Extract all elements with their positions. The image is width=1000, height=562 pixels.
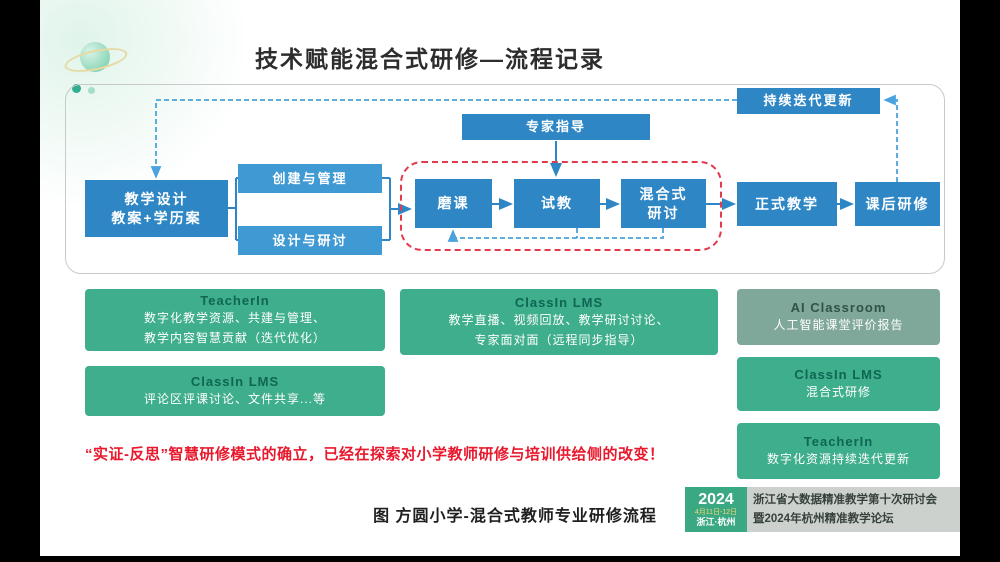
lesson-cycle-outline xyxy=(400,161,722,251)
node-label: 持续迭代更新 xyxy=(763,93,854,109)
platform-box-classin-blended: ClassIn LMS 混合式研修 xyxy=(737,357,940,411)
event-title-line2: 暨2024年杭州精准教学论坛 xyxy=(753,512,894,525)
badge-location: 浙江·杭州 xyxy=(696,517,736,528)
platform-line: 教学内容智慧贡献（迭代优化） xyxy=(143,330,326,345)
platform-line: 教学直播、视频回放、教学研讨讨论、 xyxy=(448,313,670,328)
node-continuous-update: 持续迭代更新 xyxy=(737,88,880,114)
node-label: 专家指导 xyxy=(525,119,586,135)
node-expert-guidance: 专家指导 xyxy=(462,114,650,140)
flow-container-outline xyxy=(65,84,945,274)
node-label: 磨课 xyxy=(437,195,470,212)
node-lesson-polishing: 磨课 xyxy=(415,179,492,228)
node-label: 试教 xyxy=(541,195,573,212)
node-label: 设计与研讨 xyxy=(272,232,348,248)
platform-box-classin-comments: ClassIn LMS 评论区评课讨论、文件共享...等 xyxy=(85,366,385,416)
figure-caption: 图 方圆小学-混合式教师专业研修流程 xyxy=(373,508,657,525)
node-label-line2: 教案+学历案 xyxy=(111,209,202,226)
platform-line: 评论区评课讨论、文件共享...等 xyxy=(143,391,326,406)
platform-title: ClassIn LMS xyxy=(514,295,604,311)
platform-line: 混合式研修 xyxy=(805,384,871,399)
node-label: 创建与管理 xyxy=(272,170,348,186)
platform-title: ClassIn LMS xyxy=(794,366,883,382)
platform-title: TeacherIn xyxy=(200,293,270,309)
highlight-statement: “实证-反思”智慧研修模式的确立，已经在探索对小学教师研修与培训供给侧的改变！ xyxy=(85,446,665,463)
node-teaching-design: 教学设计 教案+学历案 xyxy=(85,180,228,237)
planet-icon xyxy=(80,42,110,72)
platform-title: ClassIn LMS xyxy=(190,373,280,389)
node-formal-teaching: 正式教学 xyxy=(737,182,837,226)
node-design-discuss: 设计与研讨 xyxy=(238,226,382,255)
event-title-strip: 浙江省大数据精准教学第十次研讨会 暨2024年杭州精准教学论坛 xyxy=(747,487,960,532)
node-post-lesson-study: 课后研修 xyxy=(855,182,940,226)
platform-box-classin-live: ClassIn LMS 教学直播、视频回放、教学研讨讨论、 专家面对面（远程同步… xyxy=(400,289,718,355)
platform-title: TeacherIn xyxy=(803,433,874,449)
platform-title: AI Classroom xyxy=(790,299,887,315)
platform-line: 人工智能课堂评价报告 xyxy=(773,317,904,332)
event-title-line1: 浙江省大数据精准教学第十次研讨会 xyxy=(753,494,937,507)
slide-title: 技术赋能混合式研修—流程记录 xyxy=(255,46,605,72)
badge-dates: 4月11日-12日 xyxy=(694,508,738,516)
node-label-line2: 研讨 xyxy=(647,204,680,221)
node-label-line1: 混合式 xyxy=(639,185,688,202)
node-blended-seminar: 混合式 研讨 xyxy=(621,179,706,228)
platform-box-teacherin-iteration: TeacherIn 数字化资源持续迭代更新 xyxy=(737,423,940,479)
platform-line: 专家面对面（远程同步指导） xyxy=(474,332,644,347)
decorative-dot xyxy=(88,87,95,94)
platform-line: 数字化教学资源、共建与管理、 xyxy=(143,311,326,326)
platform-box-ai-classroom: AI Classroom 人工智能课堂评价报告 xyxy=(737,289,940,345)
node-create-manage: 创建与管理 xyxy=(238,164,382,193)
node-label: 课后研修 xyxy=(865,195,930,212)
badge-year: 2024 xyxy=(698,491,734,509)
platform-box-teacherin-resources: TeacherIn 数字化教学资源、共建与管理、 教学内容智慧贡献（迭代优化） xyxy=(85,289,385,351)
event-date-badge: 2024 4月11日-12日 浙江·杭州 xyxy=(685,487,747,532)
slide-canvas: 技术赋能混合式研修—流程记录 xyxy=(40,0,960,556)
node-label: 正式教学 xyxy=(755,195,819,212)
node-trial-teaching: 试教 xyxy=(514,179,600,228)
platform-line: 数字化资源持续迭代更新 xyxy=(766,451,910,466)
node-label-line1: 教学设计 xyxy=(124,190,189,207)
